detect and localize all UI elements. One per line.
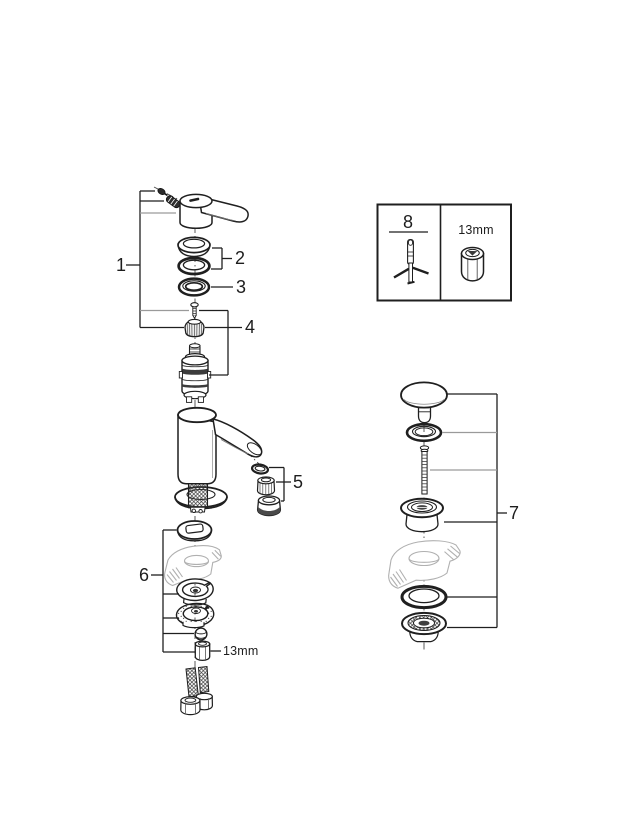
drain-rod [419,445,430,495]
cartridge [178,343,212,403]
callout-6-label: 6 [138,565,149,585]
mounting-washer [176,578,214,606]
faucet-body-spout [174,406,263,514]
base-gasket [176,520,213,542]
mounting-nut [194,640,211,662]
drain-seal-upper [405,422,443,443]
callout-4-label: 4 [245,317,256,337]
drain-body [401,611,447,643]
sink-deck-ghost-right-icon [388,540,461,589]
aerator-insert [256,476,276,496]
callout-1-label: 1 [115,255,126,275]
drain-plug [400,381,448,424]
aerator-washer [250,463,270,475]
callout-2-bracket [211,247,232,270]
drain-seal-lower [400,584,448,610]
drain-flange [400,497,444,533]
callout-5-bracket [269,466,291,502]
socket-13mm-icon [460,246,485,282]
callout-7-label: 7 [509,503,520,523]
supply-hoses [180,665,214,716]
mounting-bracket [175,602,215,629]
callout-3-label: 3 [236,277,247,297]
handle-cap-ring [177,236,211,258]
mounting-tool-icon [393,238,429,285]
callout-1-bracket [126,190,189,329]
o-ring-upper [177,256,211,276]
sink-deck-ghost-left-icon [164,545,222,587]
aerator-housing [256,495,282,517]
callout-4-bracket [199,309,242,376]
mounting-ring [177,277,211,297]
callout-8-label: 8 [402,212,413,232]
wrench-size-box-label: 13mm [458,223,494,237]
callout-5-label: 5 [293,472,304,492]
callout-2-label: 2 [235,248,246,268]
cartridge-cap [184,318,205,338]
callout-6-bracket [151,529,195,653]
callout-7-bracket [430,393,507,629]
lever-handle [179,193,249,230]
mounting-ball [194,627,208,641]
tool-legend-box [376,203,512,302]
wrench-size-nut-label: 13mm [223,644,259,658]
cartridge-screw-icon [190,302,199,320]
handle-pin-icon [165,195,181,209]
handle-screw-icon [157,188,168,197]
